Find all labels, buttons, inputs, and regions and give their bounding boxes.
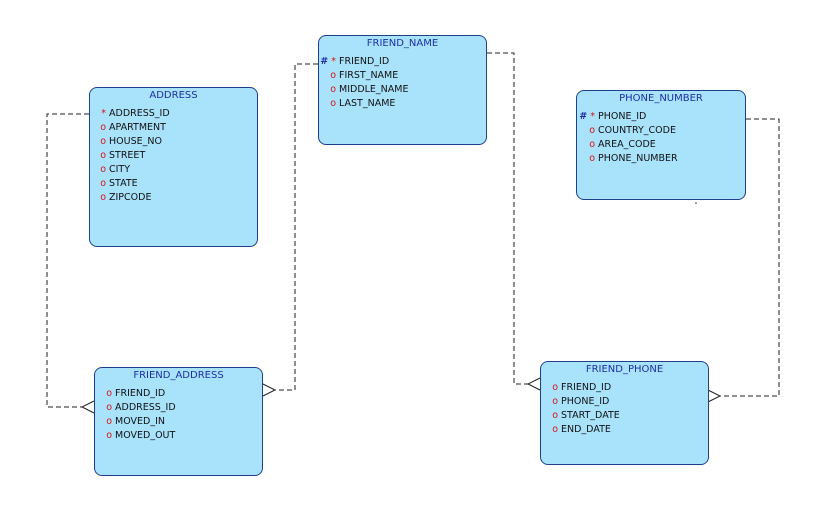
crows-foot-friend-phone-right xyxy=(707,389,722,403)
optional-marker: o xyxy=(106,430,112,441)
attribute-name: CITY xyxy=(109,164,131,175)
attribute-name: START_DATE xyxy=(561,410,620,421)
optional-marker: o xyxy=(552,424,558,435)
stray-dot xyxy=(695,202,697,204)
attribute-name: PHONE_ID xyxy=(598,111,647,122)
optional-marker: o xyxy=(330,98,336,109)
optional-marker: o xyxy=(106,388,112,399)
relationship-address-friend-address xyxy=(46,113,89,408)
optional-marker: o xyxy=(552,410,558,421)
optional-marker: o xyxy=(330,70,336,81)
attribute-name: FRIEND_ID xyxy=(115,388,166,399)
entity-title: FRIEND_PHONE xyxy=(585,364,664,375)
attribute-name: FRIEND_ID xyxy=(561,382,612,393)
attribute-name: MIDDLE_NAME xyxy=(339,84,409,95)
optional-marker: o xyxy=(100,150,106,161)
optional-marker: o xyxy=(100,178,106,189)
optional-marker: o xyxy=(589,153,595,164)
attribute-name: FIRST_NAME xyxy=(339,70,399,81)
attribute-name: LAST_NAME xyxy=(339,98,396,109)
attribute-name: ADDRESS_ID xyxy=(109,108,170,119)
attribute-name: MOVED_OUT xyxy=(115,430,176,441)
relationship-phone-number-friend-phone xyxy=(720,118,780,397)
attribute-name: APARTMENT xyxy=(109,122,166,133)
optional-marker: o xyxy=(100,136,106,147)
attribute-row[interactable]: *ADDRESS_ID xyxy=(101,107,257,121)
optional-marker: o xyxy=(589,139,595,150)
attribute-name: COUNTRY_CODE xyxy=(598,125,676,136)
optional-marker: o xyxy=(106,416,112,427)
attribute-name: END_DATE xyxy=(561,424,611,435)
optional-marker: o xyxy=(106,402,112,413)
crows-foot-friend-phone-left xyxy=(526,377,541,391)
attribute-name: FRIEND_ID xyxy=(339,56,390,67)
mandatory-marker: * xyxy=(101,108,106,119)
entity-title: FRIEND_ADDRESS xyxy=(133,370,224,381)
crows-foot-friend-address-right xyxy=(262,383,277,397)
optional-marker: o xyxy=(100,164,106,175)
attribute-name: MOVED_IN xyxy=(115,416,165,427)
optional-marker: o xyxy=(330,84,336,95)
attribute-name: PHONE_NUMBER xyxy=(598,153,678,164)
relationship-friend-name-friend-address xyxy=(275,63,318,391)
optional-marker: o xyxy=(100,192,106,203)
crows-foot-friend-address-left xyxy=(80,400,95,414)
attribute-name: ZIPCODE xyxy=(109,192,152,203)
attribute-row[interactable]: # *FRIEND_ID xyxy=(320,55,486,69)
optional-marker: o xyxy=(589,125,595,136)
attribute-name: PHONE_ID xyxy=(561,396,610,407)
attribute-name: STATE xyxy=(109,178,138,189)
attribute-row[interactable]: # *PHONE_ID xyxy=(579,110,745,124)
primary-key-marker: # * xyxy=(320,56,336,67)
entity-title: ADDRESS xyxy=(149,90,198,101)
entity-title: PHONE_NUMBER xyxy=(619,93,703,104)
primary-key-marker: # * xyxy=(579,111,595,122)
optional-marker: o xyxy=(552,382,558,393)
attribute-name: ADDRESS_ID xyxy=(115,402,176,413)
attribute-name: AREA_CODE xyxy=(598,139,656,150)
optional-marker: o xyxy=(100,122,106,133)
attribute-name: STREET xyxy=(109,150,146,161)
optional-marker: o xyxy=(552,396,558,407)
entity-title: FRIEND_NAME xyxy=(366,38,439,49)
relationship-friend-name-friend-phone xyxy=(487,52,528,385)
attribute-name: HOUSE_NO xyxy=(109,136,162,147)
